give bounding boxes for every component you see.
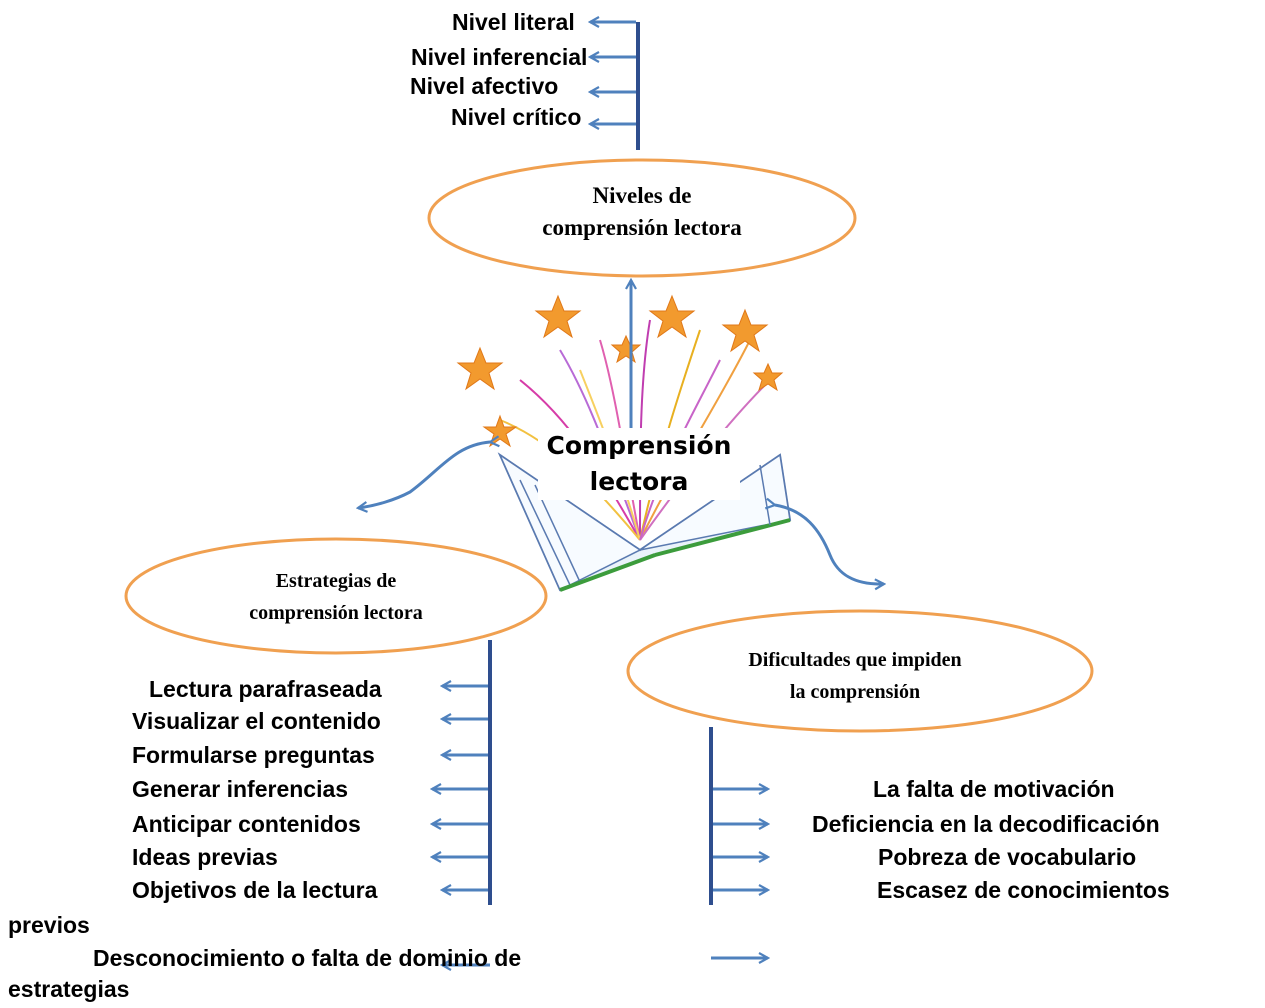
dificultades-item: Deficiencia en la decodificación xyxy=(812,811,1160,837)
niveles-item: Nivel inferencial xyxy=(411,44,588,70)
niveles-oval xyxy=(427,158,857,278)
niveles-item: Nivel crítico xyxy=(451,104,582,130)
estrategias-item: Generar inferencias xyxy=(132,776,349,802)
dificultades-item: La falta de motivación xyxy=(873,776,1115,802)
center-to-dificultades-arrow xyxy=(775,505,884,584)
estrategias-title: Estrategias de comprensión lectora xyxy=(176,565,496,629)
dificultades-title: Dificultades que impiden la comprensión xyxy=(695,644,1015,708)
estrategias-item: previos xyxy=(8,912,90,938)
estrategias-item: Visualizar el contenido xyxy=(132,708,381,734)
estrategias-oval xyxy=(124,537,548,655)
estrategias-title-line1: Estrategias de xyxy=(275,570,397,592)
dificultades-title-line1: Dificultades que impiden xyxy=(748,649,962,671)
estrategias-item: Desconocimiento o falta de dominio de xyxy=(93,945,522,971)
center-to-estrategias-arrow xyxy=(358,442,490,508)
niveles-item: Nivel afectivo xyxy=(410,73,559,99)
dificultades-item: Pobreza de vocabulario xyxy=(878,844,1137,870)
estrategias-item: Ideas previas xyxy=(132,844,278,870)
book-illustration xyxy=(456,294,792,592)
estrategias-title-line2: comprensión lectora xyxy=(249,602,423,624)
dificultades-oval xyxy=(626,609,1094,733)
center-label-line2: lectora xyxy=(589,467,689,496)
estrategias-item: Lectura parafraseada xyxy=(149,676,382,702)
dificultades-title-line2: la comprensión xyxy=(789,681,921,703)
estrategias-item: Anticipar contenidos xyxy=(132,811,361,837)
center-label-line1: Comprensión xyxy=(546,431,732,460)
estrategias-item: Formularse preguntas xyxy=(132,742,375,768)
center-label: Comprensión lectora xyxy=(538,428,740,500)
niveles-title: Niveles de comprensión lectora xyxy=(462,180,822,244)
dificultades-item: Escasez de conocimientos xyxy=(877,877,1170,903)
niveles-title-line1: Niveles de xyxy=(592,183,692,208)
estrategias-item: Objetivos de la lectura xyxy=(132,877,378,903)
niveles-title-line2: comprensión lectora xyxy=(542,215,742,240)
estrategias-item: estrategias xyxy=(8,976,130,1002)
niveles-item: Nivel literal xyxy=(452,9,575,35)
